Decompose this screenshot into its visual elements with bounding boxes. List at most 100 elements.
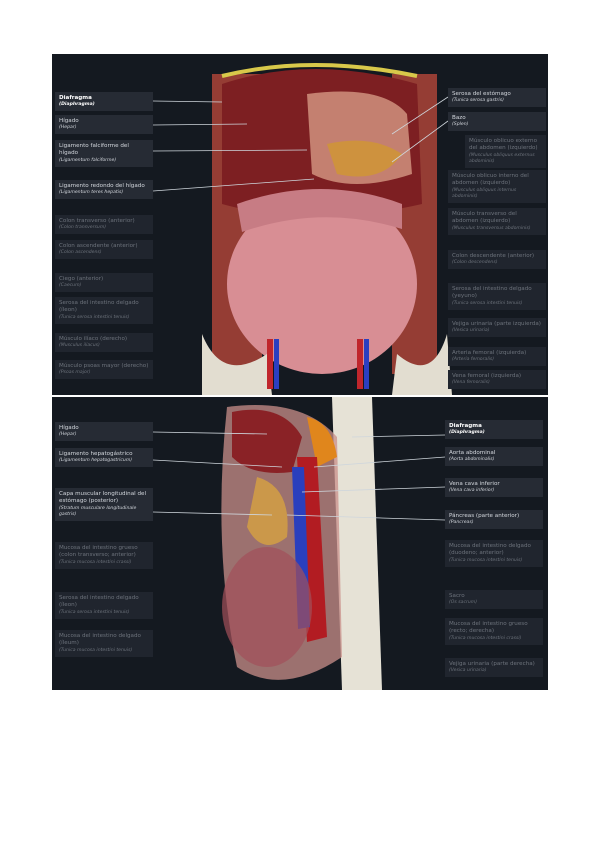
structure-latin-name: (Ligamentum hepatogastricum)	[59, 458, 133, 464]
structure-name: Músculo oblicuo externo del abdomen (izq…	[469, 138, 538, 152]
structure-label[interactable]: Ligamento falciforme del hígado(Ligament…	[55, 140, 153, 167]
structure-latin-name: (Aorta abdominalis)	[449, 457, 495, 463]
structure-label[interactable]: Vena cava inferior(Vena cava inferior)	[445, 478, 543, 498]
structure-latin-name: (Tunica mucosa intestini tenuis)	[449, 557, 523, 563]
structure-latin-name: (Musculus obliquus internus abdominis)	[452, 187, 517, 199]
structure-label[interactable]: Diafragma(Diaphragma)	[445, 420, 543, 440]
structure-latin-name: (Vena cava inferior)	[449, 488, 495, 494]
structure-latin-name: (Colon descendens)	[452, 260, 498, 266]
structure-name: Serosa del intestino delgado (íleon)	[59, 595, 139, 609]
structure-name: Mucosa del intestino delgado (íleum)	[59, 633, 141, 647]
structure-name: Hígado	[59, 118, 79, 124]
structure-label[interactable]: Hígado(Hepar)	[55, 115, 153, 135]
structure-latin-name: (Hepar)	[59, 432, 77, 438]
structure-latin-name: (Diaphragma)	[449, 430, 485, 436]
structure-latin-name: (Musculus obliquus externus abdominis)	[469, 152, 535, 164]
structure-name: Colon ascendente (anterior)	[59, 243, 138, 249]
leader-line	[152, 123, 248, 126]
structure-label[interactable]: Diafragma(Diaphragma)	[55, 92, 153, 112]
structure-latin-name: (Musculus transversus abdominis)	[452, 225, 531, 231]
structure-label[interactable]: Bazo(Splen)	[448, 112, 546, 132]
structure-label[interactable]: Sacro(Os sacrum)	[445, 590, 543, 610]
structure-label[interactable]: Músculo oblicuo externo del abdomen (izq…	[465, 135, 546, 168]
structure-name: Músculo psoas mayor (derecho)	[59, 363, 149, 369]
structure-label[interactable]: Mucosa del intestino delgado (duodeno; a…	[445, 540, 543, 567]
structure-latin-name: (Colon ascendens)	[59, 250, 102, 256]
structure-latin-name: (Musculus iliacus)	[59, 343, 100, 349]
structure-label[interactable]: Arteria femoral (izquierda)(Arteria femo…	[448, 347, 546, 367]
structure-label[interactable]: Mucosa del intestino grueso (recto; dere…	[445, 618, 543, 645]
leader-line	[301, 486, 446, 493]
structure-name: Mucosa del intestino grueso (colon trans…	[59, 545, 138, 559]
structure-name: Serosa del estómago	[452, 91, 511, 97]
structure-latin-name: (Tunica mucosa intestini crassi)	[59, 559, 132, 565]
structure-name: Colon descendente (anterior)	[452, 253, 535, 259]
leader-line	[152, 459, 283, 468]
structure-label[interactable]: Colon descendente (anterior)(Colon desce…	[448, 250, 546, 270]
abdomen-lateral-illustration	[221, 397, 382, 690]
structure-label[interactable]: Colon ascendente (anterior)(Colon ascend…	[55, 240, 153, 260]
structure-name: Serosa del intestino delgado (yeyuno)	[452, 286, 532, 300]
structure-name: Vena cava inferior	[449, 481, 500, 487]
structure-label[interactable]: Serosa del intestino delgado (íleon)(Tun…	[55, 592, 153, 619]
structure-latin-name: (Tunica mucosa intestini crassi)	[449, 635, 522, 641]
structure-latin-name: (Tunica serosa intestini tenuis)	[59, 314, 130, 320]
structure-label[interactable]: Serosa del intestino delgado (íleon)(Tun…	[55, 297, 153, 324]
structure-name: Vena femoral (izquierda)	[452, 373, 522, 379]
structure-label[interactable]: Páncreas (parte anterior)(Pancreas)	[445, 510, 543, 530]
structure-name: Diafragma	[59, 95, 92, 101]
structure-label[interactable]: Vejiga urinaria (parte derecha)(Vesica u…	[445, 658, 543, 678]
leader-line	[152, 511, 273, 516]
structure-name: Arteria femoral (izquierda)	[452, 350, 527, 356]
leader-line	[391, 120, 449, 163]
structure-name: Hígado	[59, 425, 79, 431]
structure-label[interactable]: Músculo psoas mayor (derecho)(Psoas majo…	[55, 360, 153, 380]
structure-name: Ligamento hepatogástrico	[59, 451, 133, 457]
structure-label[interactable]: Colon transverso (anterior)(Colon transv…	[55, 215, 153, 235]
structure-latin-name: (Tunica mucosa intestini tenuis)	[59, 647, 133, 653]
structure-latin-name: (Stratum musculare longitudinale gastris…	[59, 505, 137, 517]
structure-label[interactable]: Hígado(Hepar)	[55, 422, 153, 442]
structure-name: Capa muscular longitudinal del estómago …	[59, 491, 147, 505]
structure-label[interactable]: Ligamento hepatogástrico(Ligamentum hepa…	[55, 448, 153, 468]
structure-name: Serosa del intestino delgado (íleon)	[59, 300, 139, 314]
structure-latin-name: (Ligamentum teres hepatis)	[59, 190, 124, 196]
structure-latin-name: (Tunica serosa intestini tenuis)	[59, 609, 130, 615]
structure-label[interactable]: Músculo transverso del abdomen (izquierd…	[448, 208, 546, 235]
structure-name: Diafragma	[449, 423, 482, 429]
structure-name: Bazo	[452, 115, 466, 121]
structure-latin-name: (Vesica urinaria)	[452, 328, 490, 334]
structure-label[interactable]: Serosa del intestino delgado (yeyuno)(Tu…	[448, 283, 546, 310]
structure-name: Páncreas (parte anterior)	[449, 513, 520, 519]
structure-name: Ciego (anterior)	[59, 276, 104, 282]
structure-latin-name: (Caecum)	[59, 283, 82, 289]
structure-label[interactable]: Vena femoral (izquierda)(Vena femoralis)	[448, 370, 546, 390]
structure-name: Colon transverso (anterior)	[59, 218, 135, 224]
structure-latin-name: (Splen)	[452, 122, 469, 128]
structure-name: Vejiga urinaria (parte derecha)	[449, 661, 535, 667]
anatomy-figure-anterior: Diafragma(Diaphragma) Hígado(Hepar) Ligame…	[52, 54, 548, 395]
structure-label[interactable]: Ligamento redondo del hígado(Ligamentum …	[55, 180, 153, 200]
structure-name: Ligamento falciforme del hígado	[59, 143, 129, 157]
leader-line	[152, 149, 308, 152]
structure-latin-name: (Vena femoralis)	[452, 380, 490, 386]
leader-line	[351, 434, 446, 438]
structure-name: Sacro	[449, 593, 465, 599]
structure-latin-name: (Arteria femoralis)	[452, 357, 495, 363]
structure-label[interactable]: Aorta abdominal(Aorta abdominalis)	[445, 447, 543, 467]
structure-latin-name: (Hepar)	[59, 125, 77, 131]
leader-line	[313, 456, 446, 468]
structure-label[interactable]: Vejiga urinaria (parte izquierda)(Vesica…	[448, 318, 546, 338]
structure-label[interactable]: Mucosa del intestino delgado (íleum)(Tun…	[55, 630, 153, 657]
structure-latin-name: (Vesica urinaria)	[449, 668, 487, 674]
structure-label[interactable]: Ciego (anterior)(Caecum)	[55, 273, 153, 293]
leader-line	[152, 431, 268, 435]
leader-line	[152, 178, 315, 192]
structure-name: Músculo ilíaco (derecho)	[59, 336, 128, 342]
structure-label[interactable]: Serosa del estómago(Tunica serosa gastri…	[448, 88, 546, 108]
structure-label[interactable]: Músculo ilíaco (derecho)(Musculus iliacu…	[55, 333, 153, 353]
structure-label[interactable]: Músculo oblicuo interno del abdomen (izq…	[448, 170, 546, 203]
structure-label[interactable]: Capa muscular longitudinal del estómago …	[55, 488, 153, 521]
structure-label[interactable]: Mucosa del intestino grueso (colon trans…	[55, 542, 153, 569]
structure-name: Ligamento redondo del hígado	[59, 183, 145, 189]
